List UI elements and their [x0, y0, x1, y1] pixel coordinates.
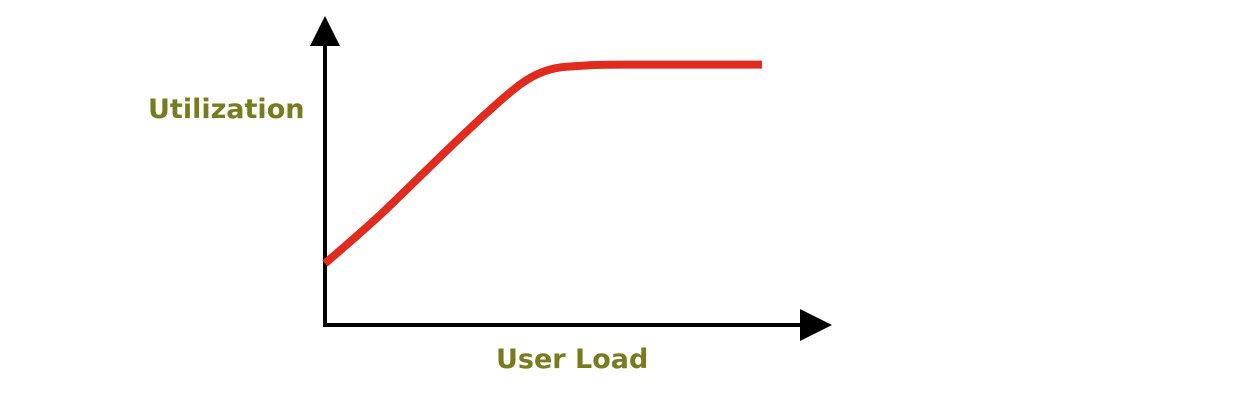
y-axis-arrowhead	[310, 16, 340, 46]
series-line-0	[322, 60, 762, 267]
y-axis-label: Utilization	[148, 94, 305, 125]
x-axis-label: User Load	[496, 344, 649, 375]
x-axis-arrowhead	[800, 309, 832, 341]
